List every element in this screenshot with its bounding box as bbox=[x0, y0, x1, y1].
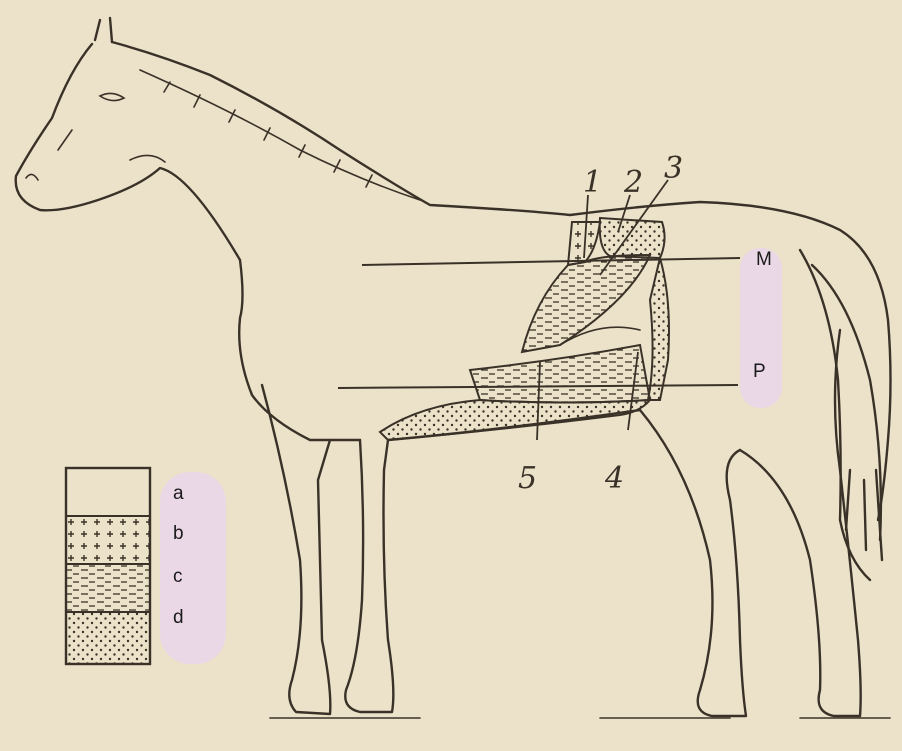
section-number-5: 5 bbox=[518, 461, 537, 496]
legend-key-c: c bbox=[173, 566, 183, 587]
section-number-3: 3 bbox=[664, 151, 683, 186]
section-number-4: 4 bbox=[604, 461, 624, 496]
zone-dashes-upper bbox=[522, 255, 650, 352]
section-zones bbox=[380, 218, 669, 440]
section-number-2: 2 bbox=[623, 165, 643, 200]
level-label-highlight bbox=[740, 248, 782, 408]
level-line-m bbox=[362, 258, 740, 265]
legend-swatch-dots bbox=[66, 612, 150, 664]
level-label-p: P bbox=[753, 361, 766, 382]
legend-swatch-dashes bbox=[66, 564, 150, 612]
zone-dashes-lower bbox=[470, 345, 650, 403]
legend: a b c d bbox=[66, 468, 226, 664]
level-label-m: M bbox=[756, 249, 772, 270]
legend-key-a: a bbox=[173, 483, 184, 504]
section-number-1: 1 bbox=[583, 165, 602, 200]
zone-dots-upper bbox=[600, 218, 665, 258]
zone-dots-right bbox=[648, 258, 669, 400]
zone-dots-lower bbox=[380, 400, 650, 440]
legend-swatch-crosses bbox=[66, 516, 150, 564]
level-labels: M P bbox=[740, 248, 782, 408]
legend-key-d: d bbox=[173, 607, 184, 628]
legend-key-b: b bbox=[173, 523, 184, 544]
legend-highlight bbox=[160, 472, 226, 664]
